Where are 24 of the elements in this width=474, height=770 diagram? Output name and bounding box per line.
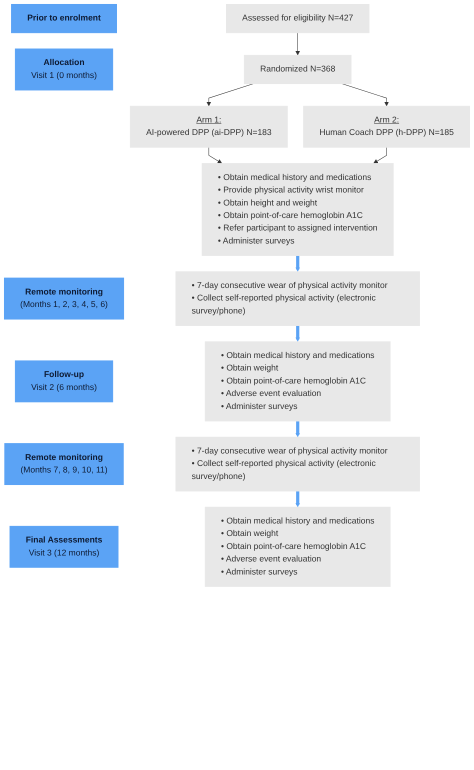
arrow <box>342 84 389 106</box>
arrow <box>295 256 300 272</box>
node-box <box>11 4 117 34</box>
node-box <box>4 443 124 486</box>
node-box <box>303 106 470 148</box>
arrow <box>295 326 300 342</box>
node-box <box>175 436 420 492</box>
node-box <box>10 526 118 568</box>
arrow <box>295 32 300 56</box>
node-box <box>14 360 114 402</box>
node-box <box>226 4 370 34</box>
arrow <box>295 491 300 508</box>
arrow <box>206 84 254 106</box>
node-box <box>204 506 391 587</box>
arrow <box>208 147 222 164</box>
node-box <box>204 341 391 422</box>
arrow <box>295 421 300 438</box>
node-box <box>130 106 288 148</box>
node-box <box>175 271 420 326</box>
node-box <box>202 163 394 256</box>
node-box <box>14 48 114 90</box>
node-box <box>244 54 352 84</box>
node-box <box>4 278 124 320</box>
arrow <box>373 147 387 164</box>
